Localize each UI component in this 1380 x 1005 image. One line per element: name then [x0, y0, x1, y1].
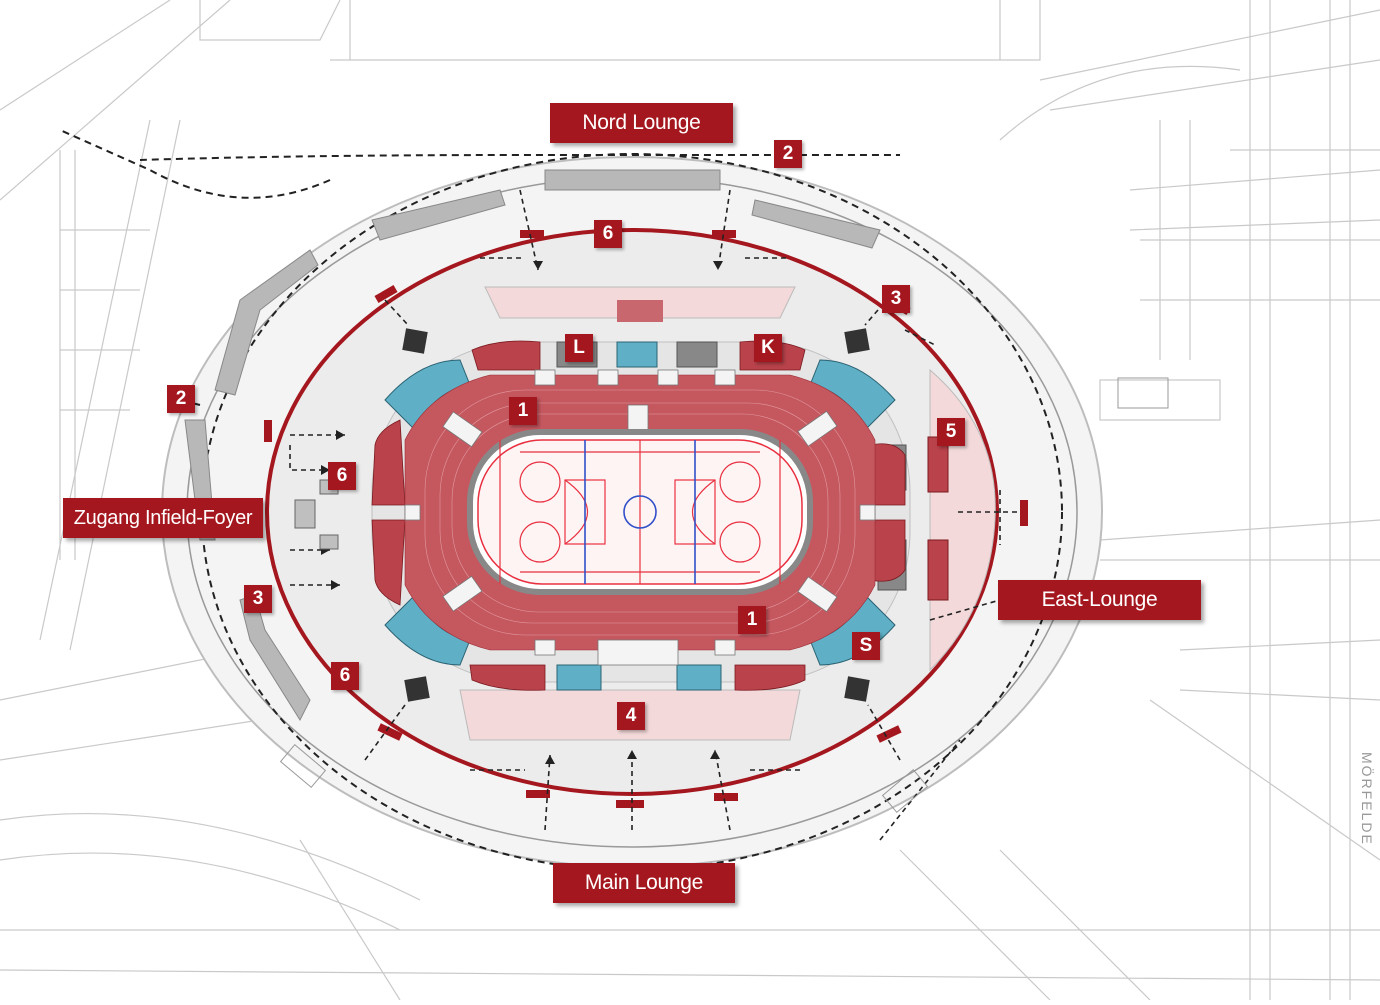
zone-badge-k: K	[754, 334, 782, 362]
main-lounge-label: Main Lounge	[553, 863, 735, 903]
flow-arrows	[289, 189, 1018, 841]
nord-lounge-label: Nord Lounge	[550, 103, 733, 143]
vip-box-north	[617, 300, 663, 322]
zone-badge-5: 5	[937, 418, 965, 446]
seat-row-lines	[424, 389, 856, 636]
zone-badge-2: 2	[774, 140, 802, 168]
zone-badge-6: 6	[331, 662, 359, 690]
ice-blue-lines	[584, 440, 696, 584]
zone-badge-1: 1	[738, 606, 766, 634]
east-lounge-label: East-Lounge	[998, 580, 1201, 620]
zone-badge-l: L	[565, 334, 593, 362]
aisles	[404, 369, 876, 666]
infield-foyer-label: Zugang Infield-Foyer	[63, 498, 263, 538]
parking-structures	[279, 377, 1169, 813]
arrow-heads	[321, 261, 723, 764]
ring-gates	[264, 230, 1028, 808]
zone-badge-1: 1	[509, 397, 537, 425]
zone-badge-s: S	[852, 632, 880, 660]
zone-badge-4: 4	[617, 702, 645, 730]
elevator-blocks	[402, 328, 870, 702]
zone-badge-6: 6	[328, 462, 356, 490]
east-lounge-rooms	[927, 436, 949, 601]
street-name: MÖRFELDE	[1359, 752, 1375, 846]
corner-boxes	[384, 341, 896, 691]
zone-badge-3: 3	[882, 285, 910, 313]
zone-badge-2: 2	[167, 385, 195, 413]
zone-badge-6: 6	[594, 220, 622, 248]
zone-badge-3: 3	[244, 585, 272, 613]
